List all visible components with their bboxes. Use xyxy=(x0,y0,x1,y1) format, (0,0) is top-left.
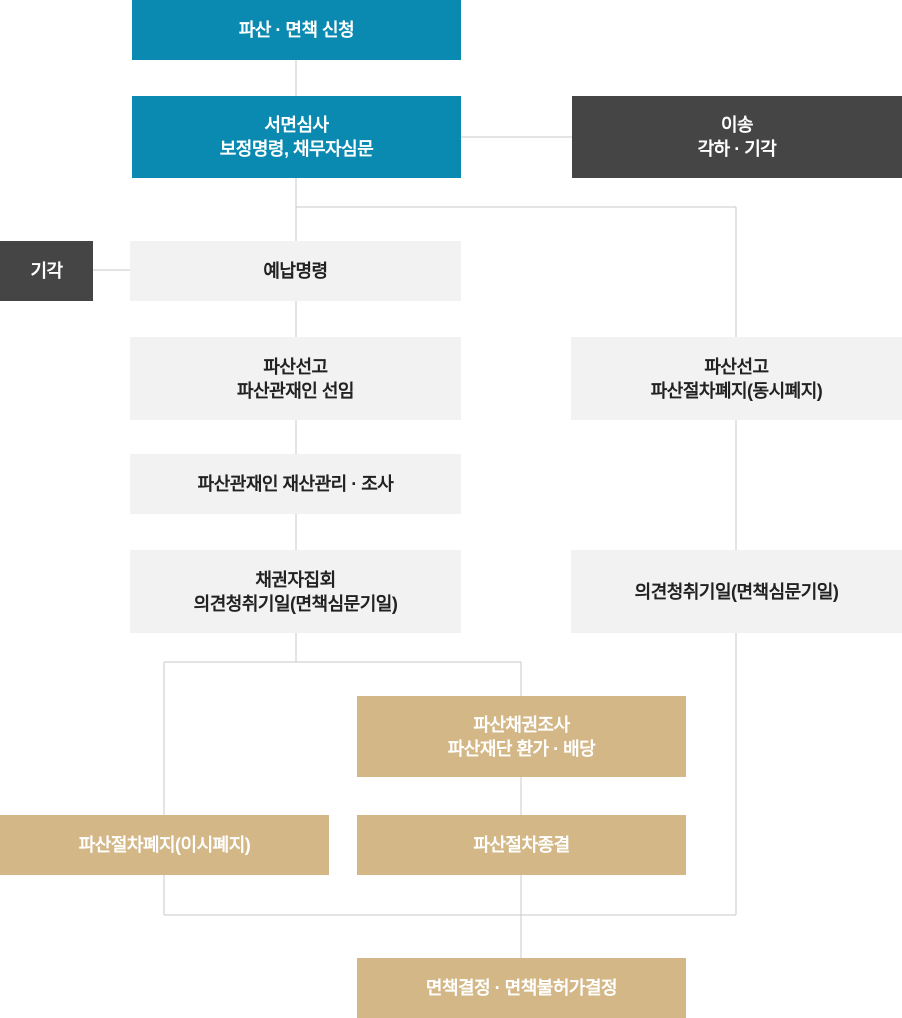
node-application: 파산 · 면책 신청 xyxy=(132,0,461,60)
node-reject: 기각 xyxy=(0,241,93,301)
node-discharge-decision: 면책결정 · 면책불허가결정 xyxy=(357,958,686,1018)
node-transfer-dismiss: 이송 각하 · 기각 xyxy=(572,96,902,178)
node-payment-order: 예납명령 xyxy=(130,241,461,301)
node-termination: 파산절차종결 xyxy=(357,815,686,875)
node-claim-investigation: 파산채권조사 파산재단 환가 · 배당 xyxy=(357,696,686,777)
node-abolition-after: 파산절차폐지(이시폐지) xyxy=(0,815,329,875)
node-simultaneous-abolition: 파산선고 파산절차폐지(동시폐지) xyxy=(571,337,902,420)
node-trustee-management: 파산관재인 재산관리 · 조사 xyxy=(130,454,461,514)
node-review: 서면심사 보정명령, 채무자심문 xyxy=(132,96,461,178)
node-bankruptcy-declaration: 파산선고 파산관재인 선임 xyxy=(130,337,461,420)
node-opinion-hearing: 의견청취기일(면책심문기일) xyxy=(571,550,902,633)
node-creditors-meeting: 채권자집회 의견청취기일(면책심문기일) xyxy=(130,550,461,633)
